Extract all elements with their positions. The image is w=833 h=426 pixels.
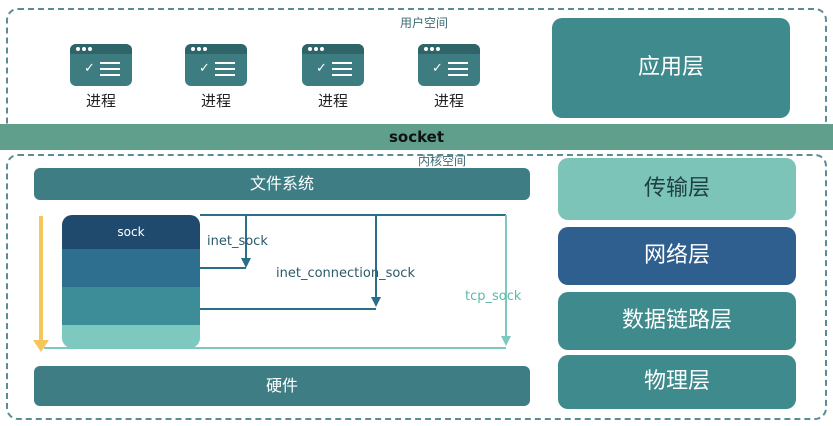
layer-application: 应用层 — [552, 18, 790, 118]
socket-bar: socket — [0, 124, 833, 150]
data-flow-arrow — [39, 216, 43, 342]
process-window-icon: ✓ — [418, 44, 480, 86]
kernel-space-label: 内核空间 — [418, 154, 467, 168]
process-window-icon: ✓ — [302, 44, 364, 86]
inet-connection-sock-segment — [62, 287, 200, 325]
process-label: 进程 — [317, 92, 348, 110]
process-label: 进程 — [200, 92, 231, 110]
hardware-bar: 硬件 — [34, 366, 530, 406]
layer-datalink: 数据链路层 — [558, 292, 796, 350]
layer-network: 网络层 — [558, 227, 796, 285]
process-label: 进程 — [433, 92, 464, 110]
inet-connection-sock-label: inet_connection_sock — [276, 266, 415, 281]
process-window-icon: ✓ — [70, 44, 132, 86]
tcp-sock-segment — [62, 325, 200, 348]
process-3: ✓ 进程 — [302, 44, 364, 111]
tcp-sock-label: tcp_sock — [465, 289, 522, 304]
inet-sock-label: inet_sock — [207, 234, 268, 249]
layer-physical: 物理层 — [558, 355, 796, 409]
sock-segment: sock — [62, 215, 200, 249]
process-window-icon: ✓ — [185, 44, 247, 86]
kernel-space-region — [6, 154, 827, 420]
filesystem-bar: 文件系统 — [34, 168, 530, 200]
process-4: ✓ 进程 — [418, 44, 480, 111]
inet-sock-segment — [62, 249, 200, 287]
process-2: ✓ 进程 — [185, 44, 247, 111]
process-1: ✓ 进程 — [70, 44, 132, 111]
user-space-label: 用户空间 — [400, 16, 449, 30]
sock-struct-stack: sock — [62, 215, 200, 348]
layer-transport: 传输层 — [558, 158, 796, 220]
process-label: 进程 — [85, 92, 116, 110]
